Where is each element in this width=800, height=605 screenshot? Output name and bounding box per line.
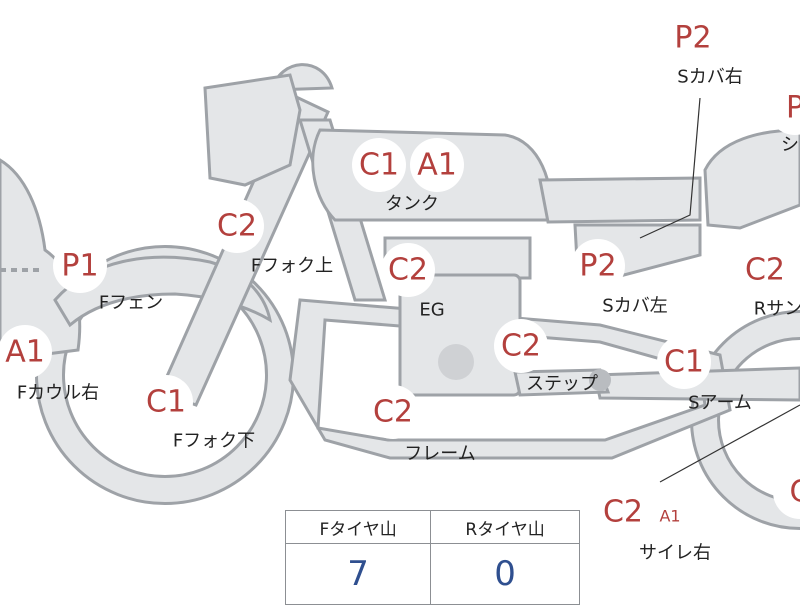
part-name: ステップ xyxy=(526,374,598,395)
front-tire-header: Fタイヤ山 xyxy=(284,510,432,544)
grade-code: A1 xyxy=(417,148,457,183)
rear-tire-header: Rタイヤ山 xyxy=(430,510,580,544)
part-name: Sアーム xyxy=(688,393,752,414)
grade-code: C xyxy=(790,475,800,510)
grade-badge xyxy=(210,199,264,253)
grade-code: P1 xyxy=(61,249,98,284)
label-seat: Pシ xyxy=(768,81,800,156)
grade-badge xyxy=(410,138,464,192)
part-name: タンク xyxy=(385,194,439,215)
front-tire-value: 7 xyxy=(284,543,432,605)
grade-badge xyxy=(53,239,107,293)
tail-shape xyxy=(703,128,800,230)
grade-badge xyxy=(0,325,52,379)
leader-lines xyxy=(639,97,800,483)
seat-shape xyxy=(538,176,702,224)
handlebar-shape xyxy=(203,73,302,187)
grade-code: C2 xyxy=(745,253,785,288)
rear-tire-value: 0 xyxy=(430,543,580,605)
part-name: シ xyxy=(781,135,799,156)
grade-badge xyxy=(352,138,406,192)
label-step: C2 ステップ xyxy=(494,319,598,395)
grade-badge xyxy=(768,81,800,135)
label-rear-edge: C xyxy=(773,465,800,519)
part-name: サイレ右 xyxy=(639,543,711,564)
grade-badge xyxy=(381,243,435,297)
grade-code: C2 xyxy=(388,253,428,288)
muffler-right-leader xyxy=(659,404,800,483)
part-name: Fフェン xyxy=(99,293,163,314)
frame-shape xyxy=(288,298,732,460)
label-frame: C2 フレーム xyxy=(366,385,476,465)
part-name: Fフォク上 xyxy=(251,256,333,277)
grade-code: A1 xyxy=(659,507,680,526)
label-muffler-right: C2 A1 サイレ右 xyxy=(596,485,711,564)
grade-badge xyxy=(653,499,687,533)
part-name: Sカバ左 xyxy=(602,296,667,317)
part-name: Fカウル右 xyxy=(17,383,99,404)
grade-code: C1 xyxy=(146,385,186,420)
grade-code: C1 xyxy=(359,148,399,183)
grade-badge xyxy=(366,385,420,439)
grade-code: P2 xyxy=(579,249,616,284)
part-name: Sカバ右 xyxy=(677,67,742,88)
part-name: Fフォク下 xyxy=(173,431,255,452)
step-shape xyxy=(513,368,611,397)
part-name: EG xyxy=(419,300,444,321)
step-knob-shape xyxy=(589,369,611,391)
grade-code: P2 xyxy=(674,21,711,56)
grade-code: C2 xyxy=(217,209,257,244)
grade-code: C2 xyxy=(603,495,643,530)
grade-badge xyxy=(494,319,548,373)
grade-code: A1 xyxy=(5,335,45,370)
tire-tread-table: Fタイヤ山 Rタイヤ山 7 0 xyxy=(284,510,580,605)
grade-badge xyxy=(773,465,800,519)
grade-badge xyxy=(657,335,711,389)
grade-badge xyxy=(571,239,625,293)
grade-code: P xyxy=(786,91,800,126)
grade-badge xyxy=(738,243,792,297)
grade-code: C2 xyxy=(373,395,413,430)
grade-code: C2 xyxy=(501,329,541,364)
s-cover-right-leader xyxy=(639,97,701,239)
label-tank: C1 A1 タンク xyxy=(352,138,464,215)
part-name: Rサン xyxy=(754,299,800,320)
grade-code: C1 xyxy=(664,345,704,380)
part-name: フレーム xyxy=(404,444,475,465)
grade-badge xyxy=(596,485,650,539)
grade-badge xyxy=(139,375,193,429)
grade-badge xyxy=(666,11,720,65)
engine-cover-shape xyxy=(438,344,474,380)
